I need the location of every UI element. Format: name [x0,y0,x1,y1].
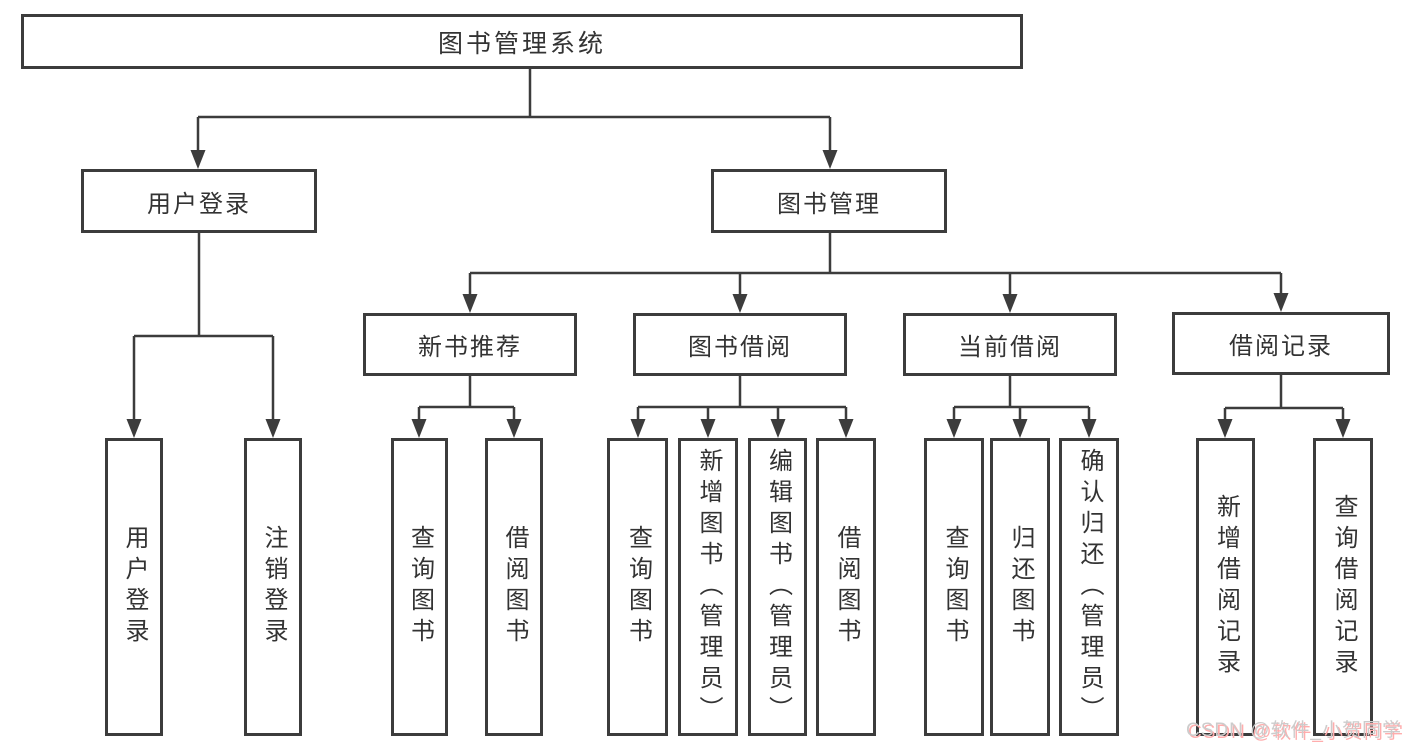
node-user-login: 用户登录 [81,169,317,233]
leaf-query-borrow-record: 查询借阅记录 [1313,438,1373,736]
node-new-book-recommend: 新书推荐 [363,313,577,376]
leaf-borrow-book-recommend: 借阅图书 [485,438,543,736]
leaf-logout-label: 注销登录 [260,525,287,649]
node-book-borrowing: 图书借阅 [633,313,847,376]
leaf-confirm-return-admin-label: 确认归还（管理员） [1076,447,1103,727]
leaf-return-book: 归还图书 [990,438,1050,736]
leaf-query-book-current: 查询图书 [924,438,984,736]
leaf-query-book-recommend: 查询图书 [391,438,448,736]
leaf-add-book-admin-label: 新增图书（管理员） [695,447,722,727]
leaf-query-book-borrowing-label: 查询图书 [624,525,652,649]
leaf-edit-book-admin: 编辑图书（管理员） [748,438,807,736]
leaf-add-borrow-record-label: 新增借阅记录 [1212,494,1240,680]
leaf-add-borrow-record: 新增借阅记录 [1196,438,1255,736]
leaf-add-book-admin: 新增图书（管理员） [678,438,738,736]
leaf-confirm-return-admin: 确认归还（管理员） [1059,438,1119,736]
leaf-borrow-book-label: 借阅图书 [833,525,860,649]
node-current-borrowing: 当前借阅 [903,313,1117,376]
leaf-borrow-book: 借阅图书 [816,438,876,736]
leaf-borrow-book-recommend-label: 借阅图书 [501,525,528,649]
leaf-user-login: 用户登录 [105,438,163,736]
leaf-query-book-borrowing: 查询图书 [607,438,668,736]
node-book-management: 图书管理 [711,169,947,233]
leaf-query-book-recommend-label: 查询图书 [406,525,434,649]
leaf-user-login-label: 用户登录 [121,525,148,649]
leaf-return-book-label: 归还图书 [1007,525,1034,649]
leaf-logout: 注销登录 [244,438,302,736]
leaf-query-borrow-record-label: 查询借阅记录 [1330,494,1357,680]
leaf-query-book-current-label: 查询图书 [941,525,968,649]
node-borrowing-records: 借阅记录 [1172,312,1390,375]
leaf-edit-book-admin-label: 编辑图书（管理员） [764,447,792,727]
node-library-management-system: 图书管理系统 [21,14,1023,69]
csdn-watermark: CSDN @软件_小贺同学 [1186,720,1402,741]
